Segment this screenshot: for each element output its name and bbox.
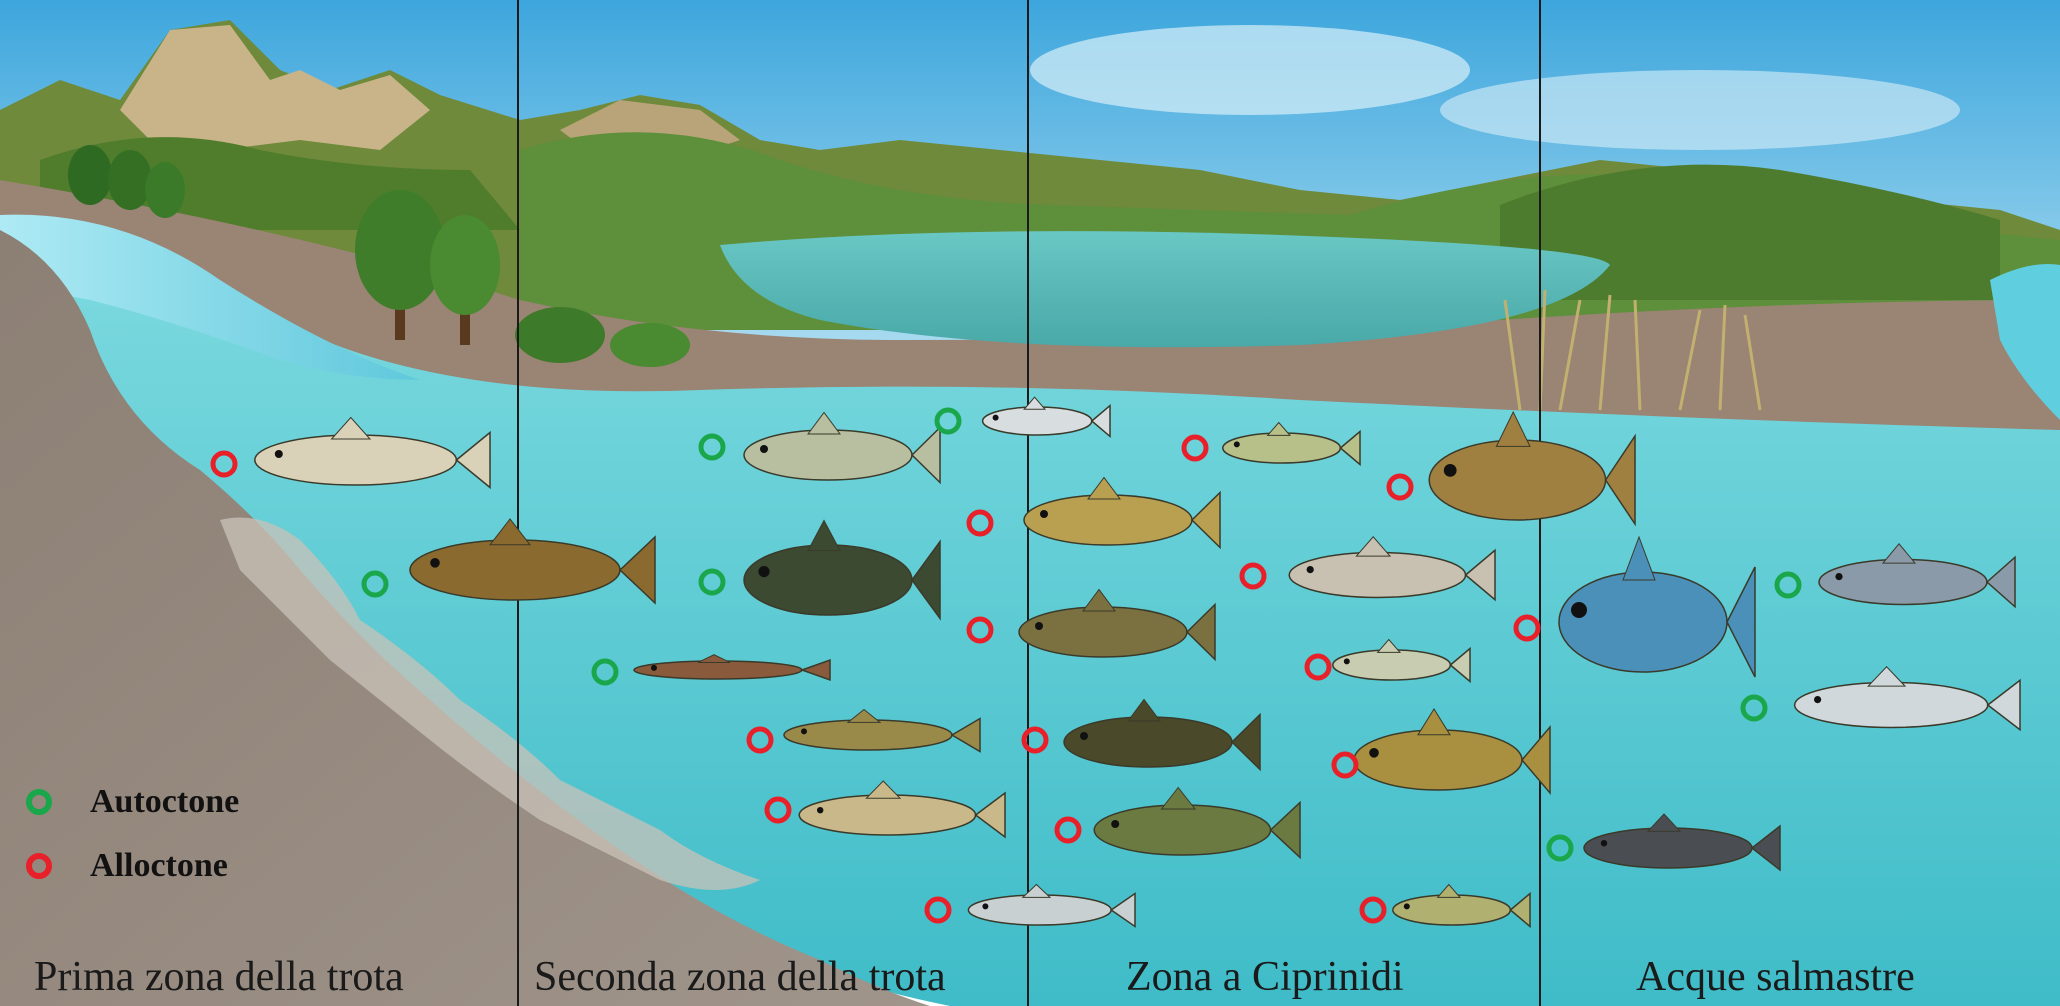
fish-icon: [983, 407, 1092, 435]
fish-eye-icon: [1111, 820, 1119, 828]
fish-icon: [744, 430, 912, 480]
legend-alien: Alloctone: [26, 834, 239, 898]
cloud: [1030, 25, 1470, 115]
fish-icon: [799, 795, 975, 835]
native-marker-icon: [26, 789, 52, 815]
fish-icon: [1333, 650, 1451, 680]
fish-eye-icon: [651, 665, 657, 671]
fish-eye-icon: [1307, 566, 1314, 573]
fish-eye-icon: [1814, 696, 1821, 703]
fish-icon: [1819, 560, 1987, 605]
fish-icon: [1795, 683, 1988, 728]
fish-icon: [410, 540, 620, 600]
fish-icon: [1289, 553, 1465, 598]
fish-icon: [784, 720, 952, 750]
fish-eye-icon: [1404, 903, 1410, 909]
legend-native-label: Autoctone: [90, 783, 239, 821]
fish-icon: [1584, 828, 1752, 868]
cloud: [1440, 70, 1960, 150]
zone-label-prima: Prima zona della trota: [34, 952, 404, 1002]
fish-icon: [1223, 433, 1341, 463]
fish-icon: [1559, 572, 1727, 672]
fish-eye-icon: [1040, 510, 1048, 518]
fish-eye-icon: [760, 445, 768, 453]
fish-icon: [1064, 717, 1232, 767]
fish-eye-icon: [1035, 622, 1043, 630]
legend-alien-label: Alloctone: [90, 847, 228, 885]
fish-eye-icon: [430, 558, 440, 568]
fish-eye-icon: [1344, 658, 1350, 664]
fish-icon: [634, 661, 802, 679]
fish-icon: [1354, 730, 1522, 790]
fish-icon: [1429, 440, 1605, 520]
fish-eye-icon: [1444, 464, 1457, 477]
zone-label-seconda: Seconda zona della trota: [534, 952, 946, 1002]
fish-icon: [968, 895, 1111, 925]
fish-eye-icon: [982, 903, 988, 909]
fish-eye-icon: [1601, 840, 1607, 846]
fish-eye-icon: [1571, 602, 1587, 618]
fish-icon: [1393, 895, 1511, 925]
fish-eye-icon: [1835, 573, 1842, 580]
fish-icon: [1094, 805, 1270, 855]
fish-eye-icon: [1234, 441, 1240, 447]
fish-icon: [1024, 495, 1192, 545]
fish-eye-icon: [1080, 732, 1088, 740]
fish-eye-icon: [758, 566, 769, 577]
fish-icon: [744, 545, 912, 615]
zone-label-salmastre: Acque salmastre: [1636, 952, 1915, 1002]
fish-eye-icon: [801, 728, 807, 734]
legend-native: Autoctone: [26, 770, 239, 834]
legend: Autoctone Alloctone: [26, 770, 239, 898]
fish-icon: [1019, 607, 1187, 657]
fish-eye-icon: [1369, 748, 1379, 758]
fish-icon: [255, 435, 457, 485]
fish-eye-icon: [275, 450, 283, 458]
alien-marker-icon: [26, 853, 52, 879]
fish-eye-icon: [993, 415, 999, 421]
fish-eye-icon: [817, 807, 823, 813]
zone-label-ciprinidi: Zona a Ciprinidi: [1126, 952, 1404, 1002]
